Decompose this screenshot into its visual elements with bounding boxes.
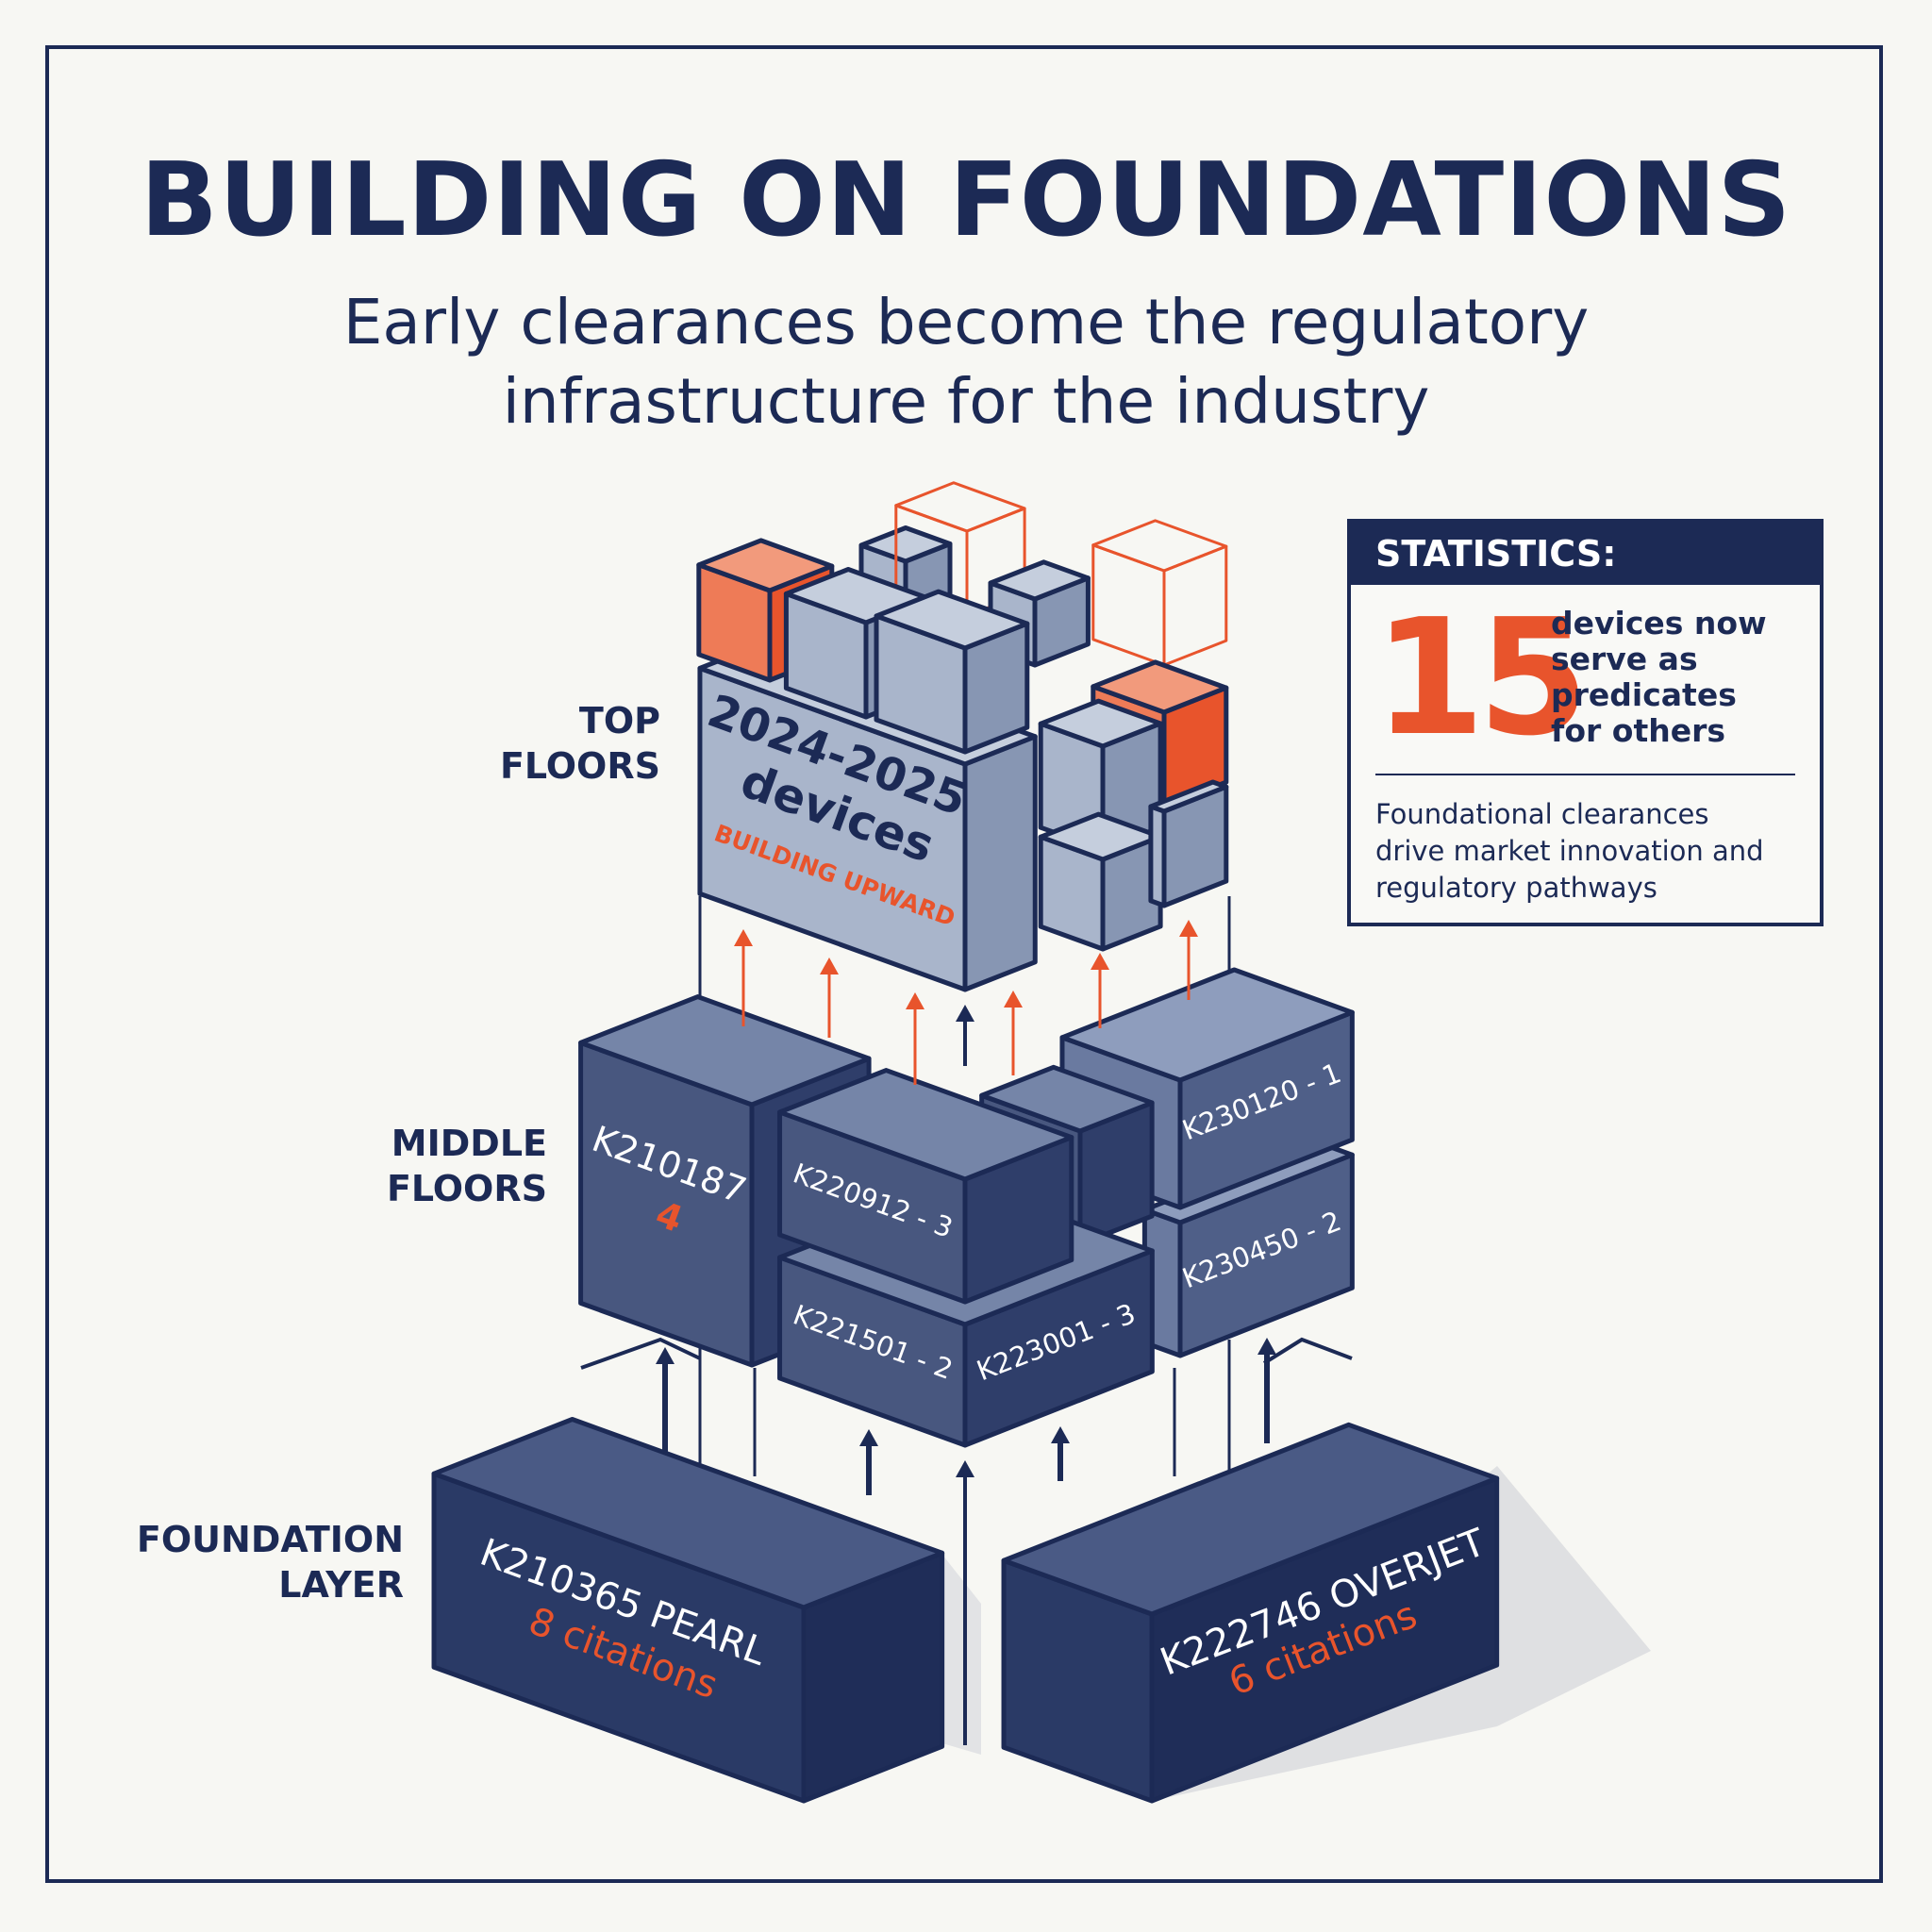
tier-label-foundation: FOUNDATION LAYER	[75, 1517, 404, 1607]
tier-foundation-line-2: LAYER	[278, 1564, 404, 1606]
tier-label-middle: MIDDLE FLOORS	[264, 1121, 547, 1211]
block-stack	[431, 481, 1500, 1804]
arrow-up-icon	[956, 1460, 974, 1477]
subtitle-line-2: infrastructure for the industry	[502, 365, 1430, 438]
footnote-line-1: Foundational clearances	[1375, 798, 1709, 830]
top-cube-outline-e-left-face	[1091, 543, 1166, 667]
page-title: BUILDING ON FOUNDATIONS	[140, 142, 1792, 259]
tier-middle-line-2: FLOORS	[386, 1168, 547, 1209]
arrow-up-icon	[1257, 1338, 1276, 1355]
foundation-right-top-face	[1001, 1422, 1500, 1617]
top-cube-i-top-face	[1148, 779, 1229, 814]
arrow-up-icon	[859, 1429, 878, 1446]
arrow-up-icon	[956, 1005, 974, 1022]
top-cube-outline-e-right-face	[1162, 544, 1228, 667]
tier-top-line-1: TOP	[578, 700, 660, 741]
stat-text-line-3: predicates	[1551, 676, 1737, 713]
footnote-line-3: regulatory pathways	[1375, 872, 1657, 904]
top-cube-g-top-face	[1038, 698, 1163, 749]
block-k220912-top-face	[777, 1068, 1074, 1182]
arrow-up-icon	[906, 992, 924, 1009]
statistics-number: 15	[1374, 585, 1590, 772]
top-cube-outline-e-top-face	[1091, 519, 1228, 573]
arrows	[656, 920, 1276, 1745]
arrow-up-icon	[1091, 953, 1109, 970]
bracket-line	[1262, 1337, 1353, 1365]
foundation-shadow-left	[942, 1555, 981, 1755]
statistics-footnote: Foundational clearances drive market inn…	[1375, 796, 1764, 907]
top-cube-orange-a-top-face	[696, 538, 835, 593]
foundation-left-top-face	[431, 1417, 945, 1610]
bracket-line	[580, 1337, 701, 1370]
block-small-top-face	[979, 1064, 1155, 1134]
block-k210187-top-face	[578, 994, 872, 1108]
top-cube-e-back-top-face	[988, 559, 1091, 602]
top-cube-d-top-face	[874, 589, 1030, 651]
arrow-up-icon	[820, 958, 839, 974]
subtitle-line-1: Early clearances become the regulatory	[342, 286, 1590, 358]
arrow-up-icon	[734, 929, 753, 946]
arrow-up-icon	[1179, 920, 1198, 937]
outer-frame	[45, 45, 1883, 1883]
top-block-right-face	[962, 734, 1038, 992]
footnote-line-2: drive market innovation and	[1375, 835, 1764, 867]
stat-text-line-4: for others	[1551, 712, 1726, 749]
statistics-number-text: devices now serve as predicates for othe…	[1551, 606, 1767, 749]
top-cube-orange-f-top-face	[1091, 659, 1229, 715]
statistics-divider	[1375, 774, 1795, 775]
stat-text-line-1: devices now	[1551, 605, 1767, 641]
stat-text-line-2: serve as	[1551, 641, 1698, 677]
arrow-up-icon	[1051, 1426, 1070, 1443]
statistics-header: STATISTICS:	[1351, 523, 1820, 585]
statistics-panel: STATISTICS: 15 devices now serve as pred…	[1347, 519, 1824, 926]
block-k230120-top-face	[1059, 967, 1355, 1083]
subtitle: Early clearances become the regulatory i…	[0, 283, 1932, 441]
arrow-up-icon	[1004, 991, 1023, 1008]
top-cube-back-top-face	[858, 525, 953, 564]
tier-top-line-2: FLOORS	[499, 745, 660, 787]
tier-middle-line-1: MIDDLE	[391, 1123, 547, 1164]
top-cube-outline-c-top-face	[894, 481, 1026, 533]
arrow-up-icon	[656, 1347, 675, 1364]
tier-label-top: TOP FLOORS	[377, 698, 660, 789]
tier-foundation-line-1: FOUNDATION	[136, 1519, 404, 1560]
